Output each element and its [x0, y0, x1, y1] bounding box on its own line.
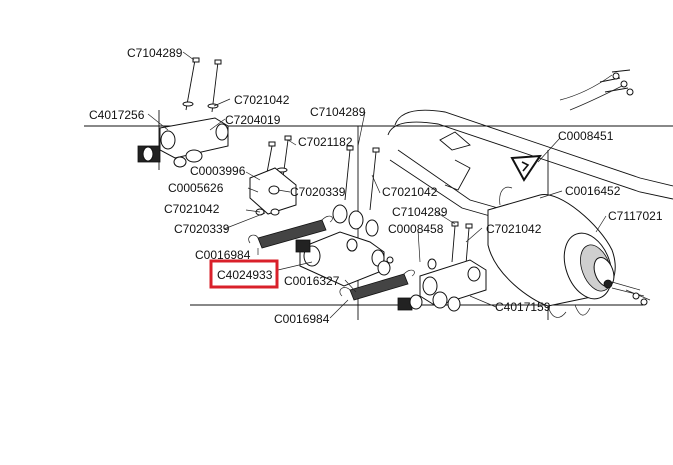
part-label: C7020339 — [174, 222, 230, 236]
part-label: C7021042 — [382, 185, 438, 199]
part-label: C7021182 — [298, 135, 353, 149]
part-label: C0008458 — [388, 222, 444, 236]
part-label: C7021042 — [234, 93, 290, 107]
frame-tube — [387, 69, 673, 217]
part-label: C0016452 — [565, 184, 621, 198]
part-label: C0016984 — [274, 312, 330, 326]
highlight-box — [209, 259, 279, 289]
part-label: C7021042 — [486, 222, 542, 236]
part-label: C7104289 — [310, 105, 366, 119]
part-label: C4017159 — [495, 300, 551, 314]
part-label: C7204019 — [225, 113, 281, 127]
part-label: C0003996 — [190, 164, 246, 178]
part-label: C7021042 — [164, 202, 220, 216]
leader-lines — [147, 51, 607, 319]
valve-block — [295, 145, 391, 287]
part-label: C0005626 — [168, 181, 224, 195]
spring-lower — [339, 269, 415, 301]
part-label: C7117021 — [608, 209, 663, 223]
part-label: C4017256 — [89, 108, 145, 122]
bracket-assembly — [249, 135, 297, 216]
part-label: C0016984 — [195, 248, 251, 262]
part-label: C0016327 — [284, 274, 340, 288]
top-left-assembly — [137, 57, 229, 168]
part-label: C7104289 — [392, 205, 448, 219]
part-label: C7104289 — [127, 46, 183, 60]
motor-assembly — [487, 186, 651, 318]
part-label: C7020339 — [290, 185, 346, 199]
lower-fittings — [386, 221, 487, 312]
warning-triangle-icon — [510, 154, 542, 182]
part-label: C0008451 — [558, 129, 614, 143]
part-label-highlighted: C4024933 — [217, 268, 273, 282]
spring-upper — [248, 215, 333, 249]
part-labels: C7104289 C7021042 C4017256 C7204019 C710… — [89, 46, 663, 326]
